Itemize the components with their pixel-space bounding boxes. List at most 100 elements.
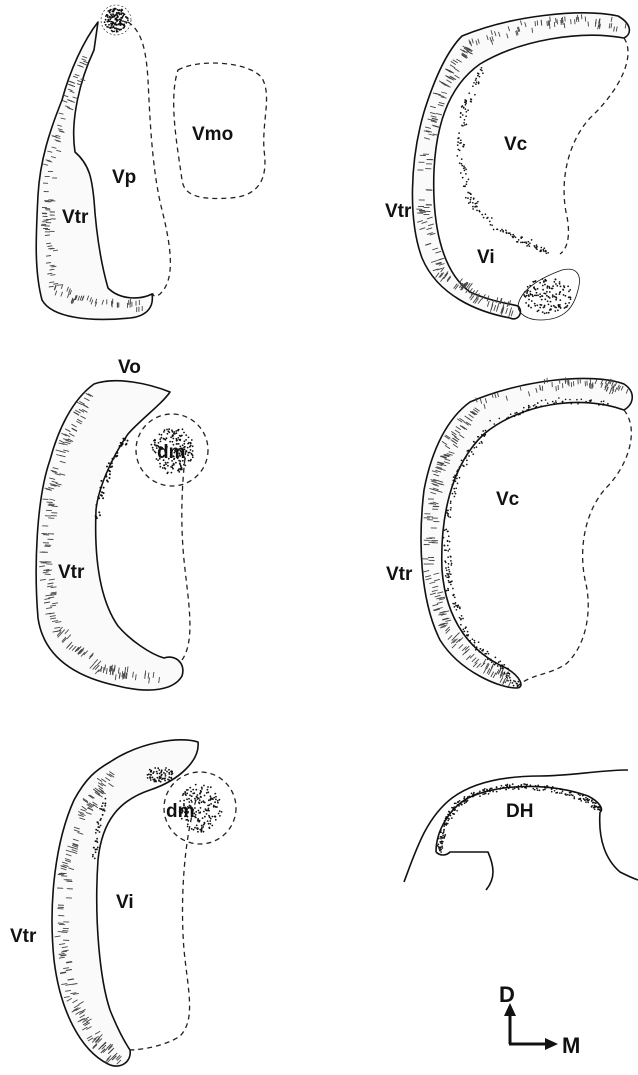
stipple-dot	[463, 122, 465, 124]
label-dm-2: dm	[166, 801, 195, 822]
stipple-dot	[113, 458, 115, 460]
stipple-dot	[549, 291, 551, 293]
stipple-dot	[154, 442, 156, 444]
stipple-dot	[107, 481, 109, 483]
stipple-dot	[478, 792, 480, 794]
stipple-dot	[551, 791, 553, 793]
stipple-dot	[208, 799, 210, 801]
stipple-dot	[603, 400, 605, 402]
stipple-dot	[199, 799, 201, 801]
stipple-dot	[529, 242, 531, 244]
stipple-dot	[154, 767, 156, 769]
stipple-dot	[92, 856, 94, 858]
stipple-dot	[530, 784, 532, 786]
stipple-dot	[512, 234, 514, 236]
stipple-dot	[539, 282, 541, 284]
stipple-dot	[530, 293, 532, 295]
stipple-dot	[149, 769, 151, 771]
stipple-dot	[210, 818, 212, 820]
stipple-dot	[440, 830, 442, 832]
tract-hatch-mark	[549, 20, 550, 25]
label-vtr-2: Vtr	[385, 201, 412, 222]
stipple-dot	[548, 296, 550, 298]
stipple-dot	[508, 787, 510, 789]
stipple-dot	[481, 441, 483, 443]
stipple-dot	[558, 397, 560, 399]
stipple-dot	[450, 564, 452, 566]
tract-hatch-mark	[45, 235, 50, 236]
stipple-dot	[193, 829, 195, 831]
stipple-dot	[561, 788, 563, 790]
tract-hatch-mark	[57, 285, 62, 286]
stipple-dot	[513, 680, 515, 682]
stipple-dot	[509, 232, 511, 234]
vc-vi-boundary-stipple-line	[458, 70, 548, 252]
stipple-dot	[450, 573, 452, 575]
stipple-dot	[449, 571, 451, 573]
stipple-dot	[470, 199, 472, 201]
stipple-dot	[537, 785, 539, 787]
stipple-dot	[496, 791, 498, 793]
stipple-dot	[157, 767, 159, 769]
stipple-dot	[505, 229, 507, 231]
stipple-dot	[447, 545, 449, 547]
stipple-dot	[467, 634, 469, 636]
stipple-dot	[168, 776, 170, 778]
stipple-dot	[211, 825, 213, 827]
stipple-dot	[591, 800, 593, 802]
stipple-dot	[172, 434, 174, 436]
stipple-dot	[207, 820, 209, 822]
stipple-dot	[479, 211, 481, 213]
stipple-dot	[474, 442, 476, 444]
stipple-dot	[476, 646, 478, 648]
stipple-dot	[450, 560, 452, 562]
stipple-dot	[544, 789, 546, 791]
stipple-dot	[100, 480, 102, 482]
stipple-dot	[183, 464, 185, 466]
stipple-dot	[186, 798, 188, 800]
stipple-dot	[164, 780, 166, 782]
stipple-dot	[550, 301, 552, 303]
stipple-dot	[192, 445, 194, 447]
stipple-dot	[186, 450, 188, 452]
stipple-dot	[475, 83, 477, 85]
stipple-dot	[199, 793, 201, 795]
stipple-dot	[190, 791, 192, 793]
stipple-dot	[165, 767, 167, 769]
stipple-dot	[195, 811, 197, 813]
stipple-dot	[166, 472, 168, 474]
stipple-dot	[457, 801, 459, 803]
stipple-dot	[521, 236, 523, 238]
stipple-dot	[442, 835, 444, 837]
stipple-dot	[196, 825, 198, 827]
stipple-dot	[587, 402, 589, 404]
stipple-dot	[464, 167, 466, 169]
stipple-dot	[477, 201, 479, 203]
stipple-dot	[507, 668, 509, 670]
stipple-dot	[453, 594, 455, 596]
stipple-dot	[161, 434, 163, 436]
stipple-dot	[601, 401, 603, 403]
stipple-dot	[164, 438, 166, 440]
stipple-dot	[209, 816, 211, 818]
stipple-dot	[99, 819, 101, 821]
stipple-dot	[447, 531, 449, 533]
stipple-dot	[459, 608, 461, 610]
stipple-dot	[477, 75, 479, 77]
stipple-dot	[459, 617, 461, 619]
stipple-dot	[150, 779, 152, 781]
tract-hatch-mark	[548, 21, 549, 26]
stipple-dot	[438, 843, 440, 845]
stipple-dot	[533, 405, 535, 407]
stipple-dot	[499, 788, 501, 790]
panel-vo-section: dm Vo Vtr	[36, 357, 208, 690]
stipple-dot	[590, 400, 592, 402]
stipple-dot	[495, 657, 497, 659]
stipple-dot	[506, 675, 508, 677]
stipple-dot	[518, 239, 520, 241]
stipple-dot	[474, 94, 476, 96]
stipple-dot	[462, 618, 464, 620]
stipple-dot	[121, 23, 123, 25]
stipple-dot	[99, 831, 101, 833]
stipple-dot	[498, 661, 500, 663]
